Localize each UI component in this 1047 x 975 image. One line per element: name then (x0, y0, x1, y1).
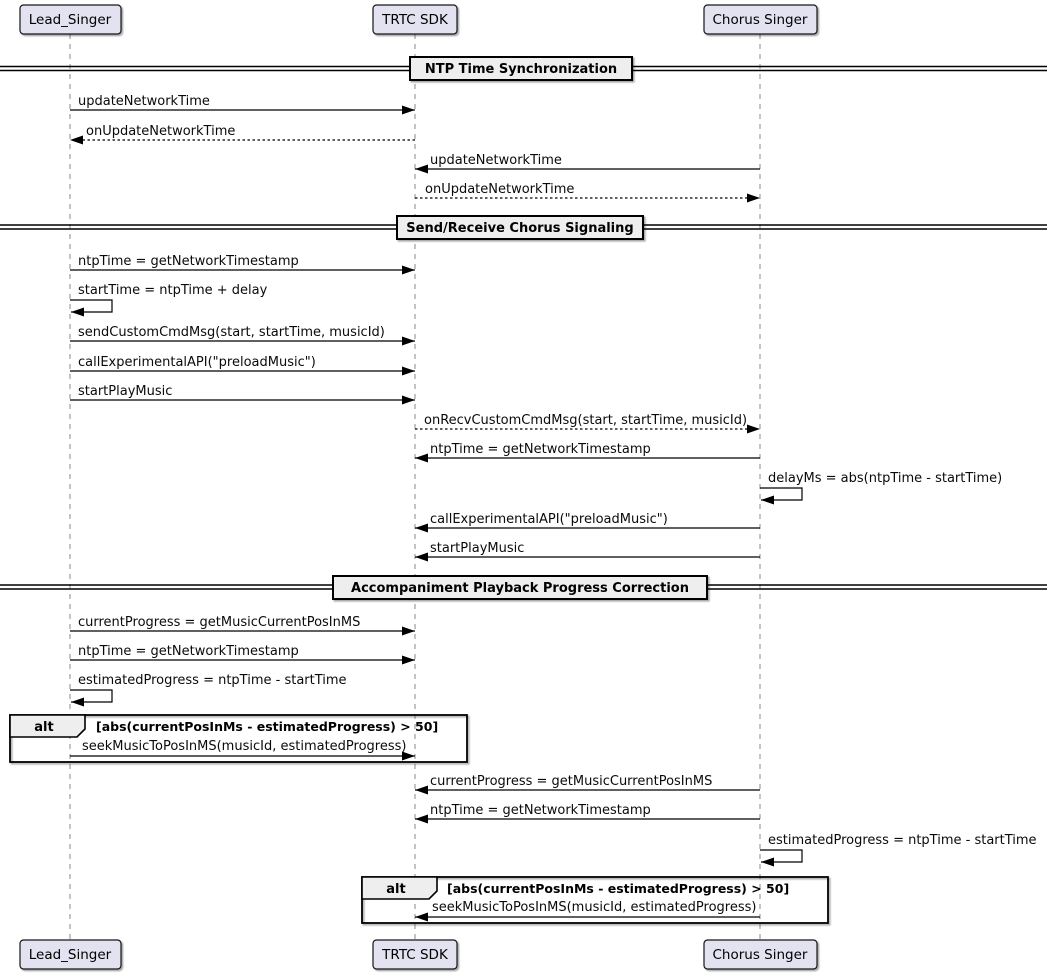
svg-text:estimatedProgress = ntpTime -: estimatedProgress = ntpTime - startTime (768, 833, 1037, 848)
message-self: delayMs = abs(ntpTime - startTime) (760, 471, 1002, 505)
svg-text:currentProgress = getMusicCurr: currentProgress = getMusicCurrentPosInMS (78, 615, 360, 630)
message: callExperimentalAPI("preloadMusic") (70, 355, 415, 376)
message: updateNetworkTime (415, 153, 760, 174)
svg-text:onRecvCustomCmdMsg(start, star: onRecvCustomCmdMsg(start, startTime, mus… (424, 413, 747, 428)
message: onUpdateNetworkTime (415, 182, 760, 203)
svg-text:ntpTime = getNetworkTimestamp: ntpTime = getNetworkTimestamp (430, 803, 651, 818)
message: ntpTime = getNetworkTimestamp (70, 644, 415, 665)
svg-text:currentProgress = getMusicCurr: currentProgress = getMusicCurrentPosInMS (430, 774, 712, 789)
participant-lead-singer-top: Lead_Singer (19, 4, 122, 35)
svg-text:startPlayMusic: startPlayMusic (430, 541, 524, 556)
participant-label: Lead_Singer (29, 12, 112, 28)
message: currentProgress = getMusicCurrentPosInMS (70, 615, 415, 636)
message: onRecvCustomCmdMsg(start, startTime, mus… (415, 413, 760, 434)
divider-ntp-time-sync: NTP Time Synchronization (0, 56, 1047, 81)
svg-text:onUpdateNetworkTime: onUpdateNetworkTime (86, 124, 235, 139)
participant-label: TRTC SDK (381, 947, 449, 963)
message: ntpTime = getNetworkTimestamp (70, 254, 415, 275)
svg-text:ntpTime = getNetworkTimestamp: ntpTime = getNetworkTimestamp (78, 254, 299, 269)
svg-text:sendCustomCmdMsg(start, startT: sendCustomCmdMsg(start, startTime, music… (78, 325, 385, 340)
alt-condition-label: [abs(currentPosInMs - estimatedProgress)… (447, 881, 789, 896)
participant-chorus-singer-top: Chorus Singer (703, 4, 818, 35)
svg-text:updateNetworkTime: updateNetworkTime (78, 94, 210, 109)
message-self: startTime = ntpTime + delay (70, 283, 268, 317)
svg-text:estimatedProgress = ntpTime -: estimatedProgress = ntpTime - startTime (78, 673, 347, 688)
svg-text:startTime = ntpTime + delay: startTime = ntpTime + delay (78, 283, 268, 298)
message-self: estimatedProgress = ntpTime - startTime (70, 673, 347, 707)
svg-text:startPlayMusic: startPlayMusic (78, 384, 172, 399)
divider-title: Send/Receive Chorus Signaling (406, 221, 633, 236)
message: startPlayMusic (70, 384, 415, 405)
message: currentProgress = getMusicCurrentPosInMS (415, 774, 760, 795)
message: startPlayMusic (415, 541, 760, 562)
message: ntpTime = getNetworkTimestamp (415, 442, 760, 463)
message: updateNetworkTime (70, 94, 415, 115)
participant-trtc-sdk-bottom: TRTC SDK (372, 939, 458, 970)
alt-operator-label: alt (34, 720, 53, 735)
svg-text:onUpdateNetworkTime: onUpdateNetworkTime (425, 182, 574, 197)
divider-title: Accompaniment Playback Progress Correcti… (351, 581, 689, 596)
message: onUpdateNetworkTime (70, 124, 415, 145)
participant-trtc-sdk-top: TRTC SDK (372, 4, 458, 35)
alt-fragment: alt [abs(currentPosInMs - estimatedProgr… (9, 714, 468, 763)
participant-label: Lead_Singer (29, 947, 112, 963)
svg-text:ntpTime = getNetworkTimestamp: ntpTime = getNetworkTimestamp (430, 442, 651, 457)
svg-text:updateNetworkTime: updateNetworkTime (430, 153, 562, 168)
divider-chorus-signaling: Send/Receive Chorus Signaling (0, 215, 1047, 240)
alt-fragment: alt [abs(currentPosInMs - estimatedProgr… (361, 876, 829, 924)
svg-text:delayMs = abs(ntpTime - startT: delayMs = abs(ntpTime - startTime) (768, 471, 1002, 486)
divider-progress-correction: Accompaniment Playback Progress Correcti… (0, 575, 1047, 600)
participant-label: TRTC SDK (381, 12, 449, 28)
participant-lead-singer-bottom: Lead_Singer (19, 939, 122, 970)
svg-text:seekMusicToPosInMS(musicId, es: seekMusicToPosInMS(musicId, estimatedPro… (82, 739, 406, 754)
svg-text:callExperimentalAPI("preloadMu: callExperimentalAPI("preloadMusic") (430, 512, 668, 527)
message: sendCustomCmdMsg(start, startTime, music… (70, 325, 415, 346)
alt-operator-label: alt (386, 882, 405, 897)
svg-text:callExperimentalAPI("preloadMu: callExperimentalAPI("preloadMusic") (78, 355, 316, 370)
message: callExperimentalAPI("preloadMusic") (415, 512, 760, 533)
participant-label: Chorus Singer (713, 947, 808, 963)
participant-label: Chorus Singer (713, 12, 808, 28)
message-self: estimatedProgress = ntpTime - startTime (760, 833, 1037, 867)
message: ntpTime = getNetworkTimestamp (415, 803, 760, 824)
divider-title: NTP Time Synchronization (425, 62, 617, 77)
svg-text:seekMusicToPosInMS(musicId, es: seekMusicToPosInMS(musicId, estimatedPro… (432, 900, 756, 915)
alt-condition-label: [abs(currentPosInMs - estimatedProgress)… (96, 719, 438, 734)
svg-text:ntpTime = getNetworkTimestamp: ntpTime = getNetworkTimestamp (78, 644, 299, 659)
message: seekMusicToPosInMS(musicId, estimatedPro… (415, 900, 760, 922)
participant-chorus-singer-bottom: Chorus Singer (703, 939, 818, 970)
message: seekMusicToPosInMS(musicId, estimatedPro… (70, 739, 415, 761)
